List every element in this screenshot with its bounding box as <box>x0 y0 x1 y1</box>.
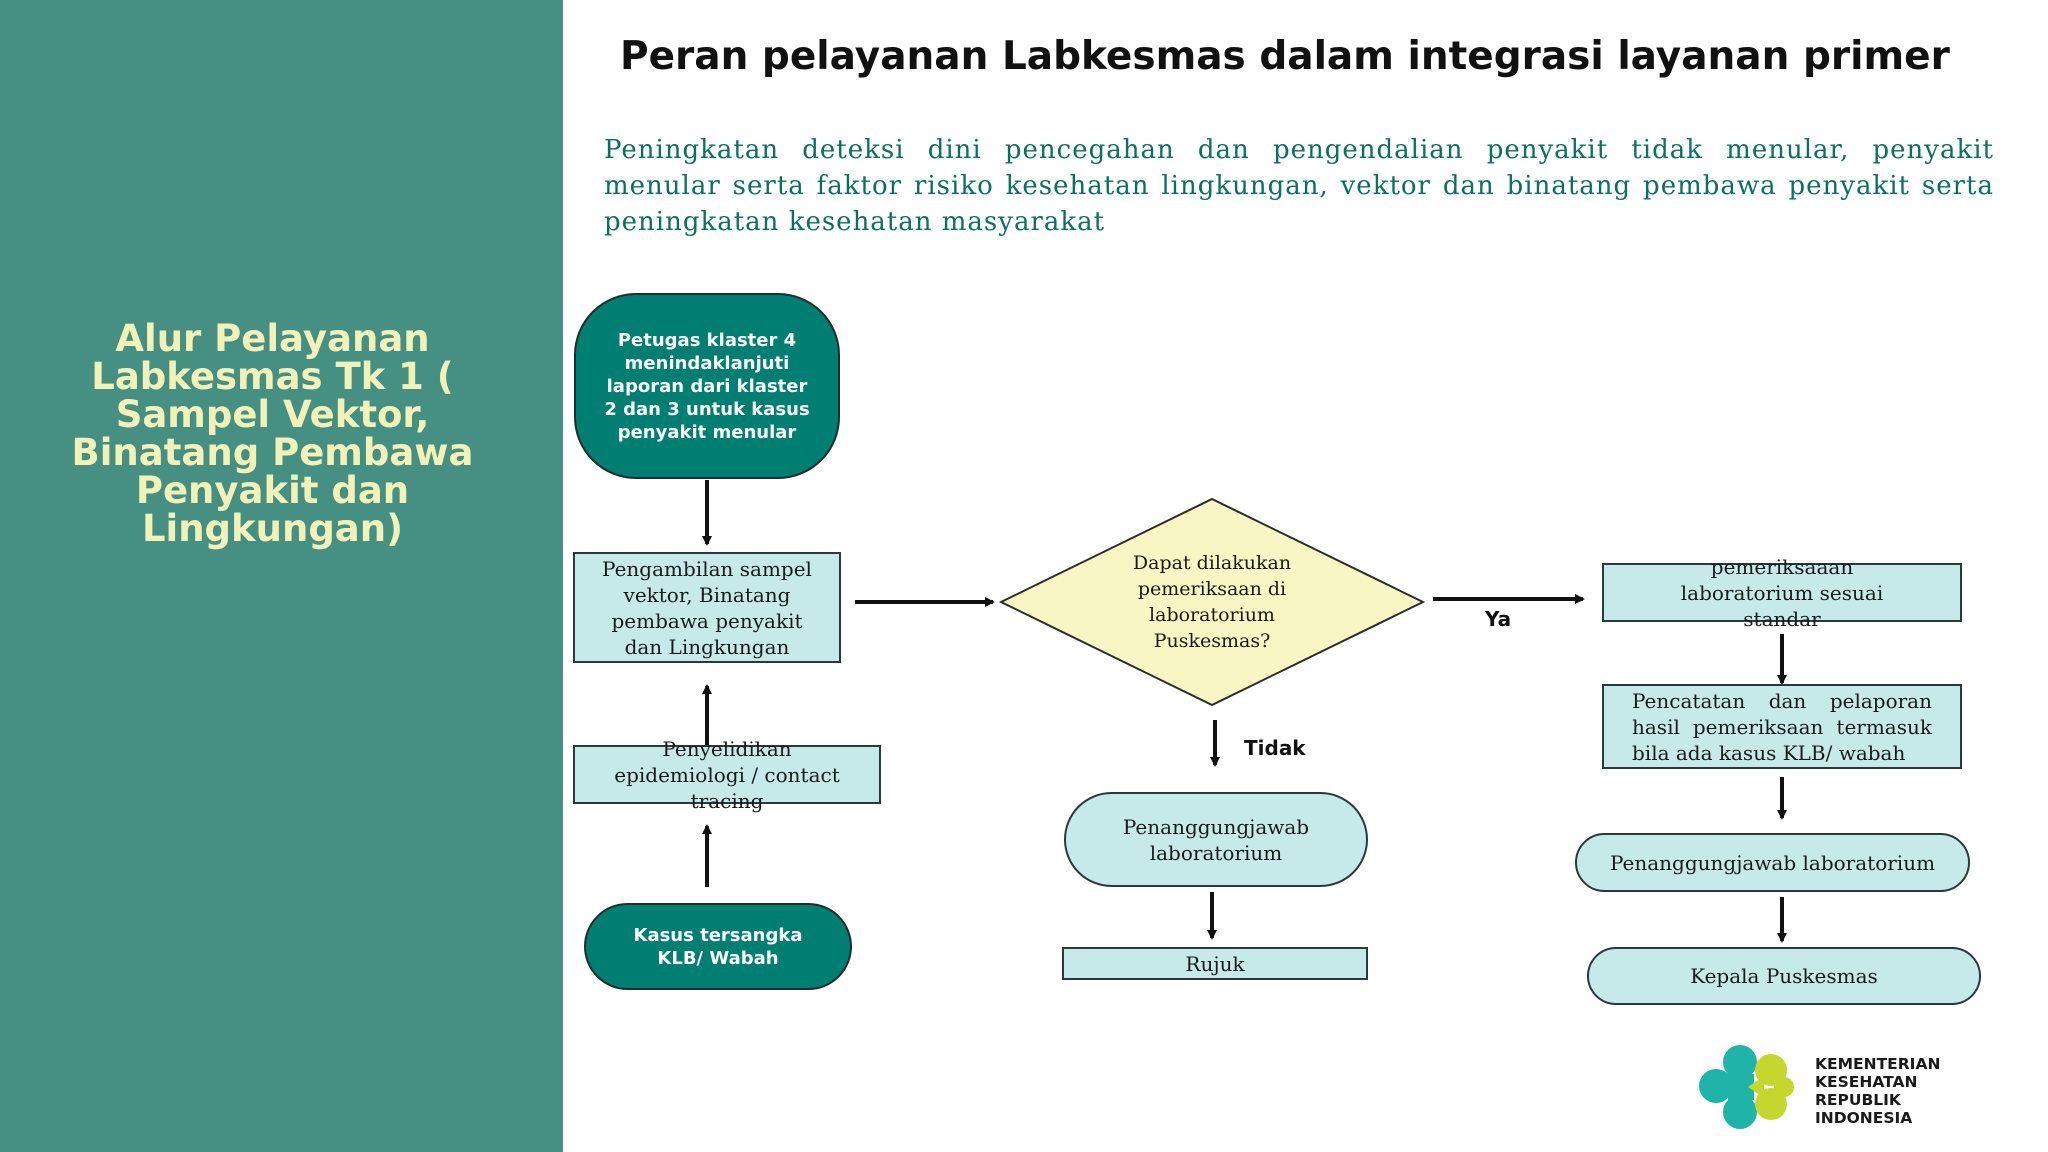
head-node: Kepala Puskesmas <box>1587 947 1981 1005</box>
recording-label: Pencatatan dan pelaporan hasil pemeriksa… <box>1632 688 1932 765</box>
sidebar-title: Alur Pelayanan Labkesmas Tk 1 ( Sampel V… <box>71 317 474 550</box>
decision-text: Dapat dilakukan pemeriksaan di laborator… <box>1132 552 1292 652</box>
recording-node: Pencatatan dan pelaporan hasil pemeriksa… <box>1602 684 1962 769</box>
decision-diamond <box>998 497 1426 707</box>
no-lab-officer-label: Penanggungjawab laboratorium <box>1122 814 1310 865</box>
start-node: Petugas klaster 4 menindaklanjuti lapora… <box>574 293 840 479</box>
refer-node: Rujuk <box>1062 947 1368 980</box>
yes-label: Ya <box>1485 607 1512 631</box>
no-lab-officer-node: Penanggungjawab laboratorium <box>1064 792 1368 887</box>
lab-exam-label: pemeriksaaan laboratorium sesuai standar <box>1680 554 1884 631</box>
suspect-case-node: Kasus tersangka KLB/ Wabah <box>584 903 852 990</box>
logo-line-1: KEMENTERIAN <box>1815 1055 1941 1073</box>
lab-exam-node: pemeriksaaan laboratorium sesuai standar <box>1602 555 1962 631</box>
sampling-node: Pengambilan sampel vektor, Binatang pemb… <box>573 552 841 663</box>
decision-label: Dapat dilakukan pemeriksaan di laborator… <box>1101 550 1323 654</box>
suspect-case-label: Kasus tersangka KLB/ Wabah <box>633 924 803 969</box>
ministry-logo-icon <box>1699 1045 1794 1129</box>
sampling-node-label: Pengambilan sampel vektor, Binatang pemb… <box>602 556 812 659</box>
refer-label: Rujuk <box>1185 951 1245 976</box>
intro-text: Peningkatan deteksi dini pencegahan dan … <box>604 135 1994 237</box>
investigation-node-label: Penyelidikan epidemiologi / contact trac… <box>614 736 840 813</box>
ministry-logo-text: KEMENTERIAN KESEHATAN REPUBLIK INDONESIA <box>1815 1055 1940 1127</box>
sidebar-panel: Alur Pelayanan Labkesmas Tk 1 ( Sampel V… <box>0 0 563 1152</box>
logo-line-2: KESEHATAN <box>1815 1073 1918 1091</box>
page-title: Peran pelayanan Labkesmas dalam integras… <box>620 34 1950 79</box>
no-label: Tidak <box>1244 736 1306 760</box>
yes-lab-officer-label: Penanggungjawab laboratorium <box>1609 850 1936 875</box>
investigation-node: Penyelidikan epidemiologi / contact trac… <box>573 737 881 813</box>
head-label: Kepala Puskesmas <box>1690 964 1878 988</box>
logo-line-3: REPUBLIK <box>1815 1091 1901 1109</box>
start-node-label: Petugas klaster 4 menindaklanjuti lapora… <box>604 329 810 443</box>
yes-lab-officer-node: Penanggungjawab laboratorium <box>1575 833 1970 892</box>
logo-line-4: INDONESIA <box>1815 1109 1913 1127</box>
